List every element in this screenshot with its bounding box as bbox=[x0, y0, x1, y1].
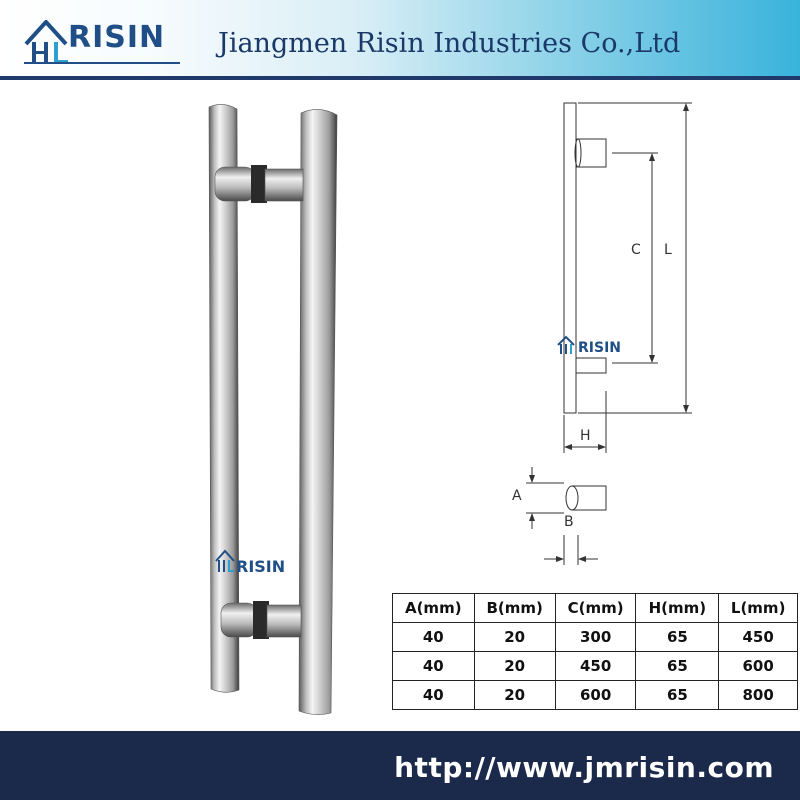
table-row: 40 20 450 65 600 bbox=[392, 651, 798, 681]
table-row: 40 20 600 65 800 bbox=[392, 680, 798, 710]
footer-banner: http://www.jmrisin.com bbox=[0, 731, 800, 800]
photo-watermark-logo-icon bbox=[215, 549, 235, 572]
table-cell: 20 bbox=[473, 622, 556, 652]
table-cell: 65 bbox=[635, 651, 720, 681]
table-cell: 300 bbox=[554, 622, 637, 652]
dim-label-b: B bbox=[564, 514, 574, 530]
door-pull-handle-photo bbox=[208, 104, 338, 715]
column-header: H(mm) bbox=[635, 593, 720, 623]
table-cell: 40 bbox=[392, 651, 475, 681]
table-row: 40 20 300 65 450 bbox=[392, 622, 798, 652]
dim-label-l: L bbox=[664, 242, 672, 258]
spec-table: A(mm) B(mm) C(mm) H(mm) L(mm) 40 20 300 … bbox=[392, 593, 798, 710]
photo-watermark-text: RISIN bbox=[236, 557, 286, 576]
header-rule bbox=[0, 76, 800, 80]
logo-underline bbox=[24, 62, 180, 64]
technical-drawing bbox=[526, 102, 692, 565]
table-cell: 450 bbox=[718, 622, 798, 652]
table-cell: 450 bbox=[554, 651, 637, 681]
dim-label-c: C bbox=[631, 242, 641, 258]
table-header-row: A(mm) B(mm) C(mm) H(mm) L(mm) bbox=[392, 593, 798, 623]
column-header: L(mm) bbox=[718, 593, 798, 623]
table-cell: 40 bbox=[392, 680, 475, 710]
table-cell: 20 bbox=[473, 680, 556, 710]
table-cell: 20 bbox=[473, 651, 556, 681]
drawing-watermark-text: RISIN bbox=[578, 340, 621, 356]
table-cell: 600 bbox=[718, 651, 798, 681]
dim-label-a: A bbox=[512, 488, 522, 504]
header-banner: RISIN Jiangmen Risin Industries Co.,Ltd bbox=[0, 0, 800, 80]
table-cell: 800 bbox=[718, 680, 798, 710]
drawing-watermark-logo-icon bbox=[557, 335, 575, 354]
table-cell: 65 bbox=[635, 622, 720, 652]
logo-text: RISIN bbox=[68, 20, 166, 55]
column-header: A(mm) bbox=[392, 593, 475, 623]
table-cell: 40 bbox=[392, 622, 475, 652]
dim-label-h: H bbox=[580, 428, 591, 444]
column-header: C(mm) bbox=[554, 593, 637, 623]
table-cell: 65 bbox=[635, 680, 720, 710]
website-url[interactable]: http://www.jmrisin.com bbox=[394, 751, 774, 784]
company-name: Jiangmen Risin Industries Co.,Ltd bbox=[218, 28, 681, 59]
column-header: B(mm) bbox=[473, 593, 556, 623]
table-cell: 600 bbox=[554, 680, 637, 710]
